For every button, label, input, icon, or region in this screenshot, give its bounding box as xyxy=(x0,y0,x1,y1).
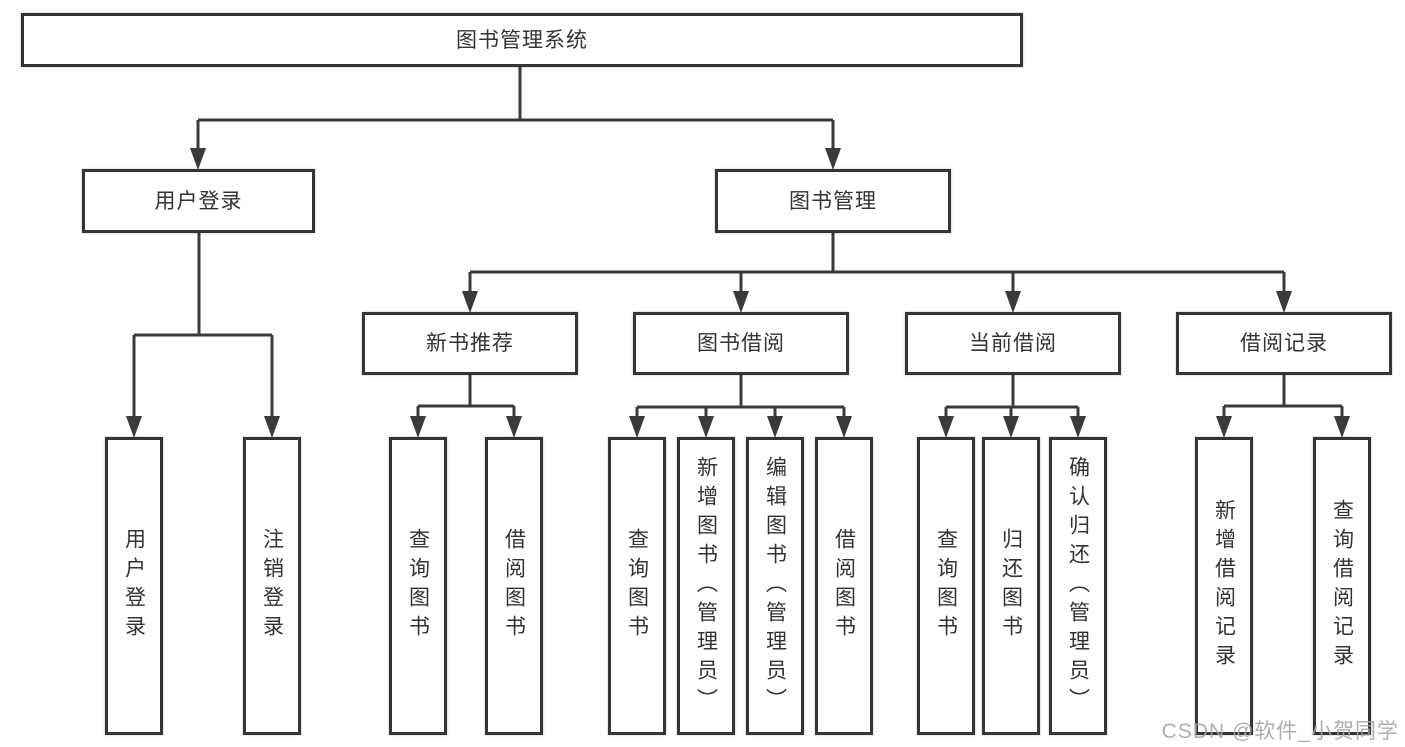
node-query-borrow-record: 查询借阅记录 xyxy=(1313,437,1371,735)
arrow-down-icon xyxy=(1334,416,1350,438)
node-label: 归还图书 xyxy=(999,528,1023,644)
node-label: 借阅图书 xyxy=(502,528,526,644)
arrow-down-icon xyxy=(698,416,714,438)
connector-book-management-children xyxy=(462,233,1292,313)
node-label: 查询图书 xyxy=(625,528,649,644)
node-borrow-books-recommend: 借阅图书 xyxy=(485,437,543,735)
node-user-login: 用户登录 xyxy=(82,169,315,233)
arrow-down-icon xyxy=(410,416,426,438)
arrow-down-icon xyxy=(938,416,954,438)
node-book-management: 图书管理 xyxy=(715,169,951,233)
node-label: 注销登录 xyxy=(260,528,284,644)
node-borrowing-records: 借阅记录 xyxy=(1176,312,1392,375)
node-label: 借阅图书 xyxy=(832,528,856,644)
node-label: 查询图书 xyxy=(934,528,958,644)
arrow-down-icon xyxy=(1003,416,1019,438)
node-label: 查询借阅记录 xyxy=(1330,499,1354,673)
arrow-down-icon xyxy=(767,416,783,438)
arrow-down-icon xyxy=(733,291,749,313)
node-label: 图书管理 xyxy=(789,189,877,213)
connector-current-borrowing-children xyxy=(938,375,1086,438)
arrow-down-icon xyxy=(190,148,206,170)
arrow-down-icon xyxy=(825,148,841,170)
node-label: 用户登录 xyxy=(154,189,243,213)
node-query-books-borrowing: 查询图书 xyxy=(608,437,666,735)
node-new-book-recommend: 新书推荐 xyxy=(362,312,578,375)
arrow-down-icon xyxy=(1005,291,1021,313)
arrow-down-icon xyxy=(836,416,852,438)
arrow-down-icon xyxy=(1276,291,1292,313)
node-label: 查询图书 xyxy=(406,528,430,644)
arrow-down-icon xyxy=(629,416,645,438)
arrow-down-icon xyxy=(264,416,280,438)
node-edit-book-admin: 编辑图书（管理员） xyxy=(746,437,804,735)
arrow-down-icon xyxy=(462,291,478,313)
node-borrow-books-leaf: 借阅图书 xyxy=(815,437,873,735)
node-add-book-admin: 新增图书（管理员） xyxy=(677,437,735,735)
node-query-books-current: 查询图书 xyxy=(917,437,975,735)
node-logout-leaf: 注销登录 xyxy=(243,437,301,735)
node-user-login-leaf: 用户登录 xyxy=(105,437,163,735)
arrow-down-icon xyxy=(126,416,142,438)
node-system-root: 图书管理系统 xyxy=(21,13,1023,67)
connector-borrowing-records-children xyxy=(1216,375,1350,438)
node-confirm-return-admin: 确认归还（管理员） xyxy=(1049,437,1107,735)
connector-new-book-children xyxy=(410,375,522,438)
arrow-down-icon xyxy=(1216,416,1232,438)
node-label: 确认归还（管理员） xyxy=(1066,455,1090,717)
node-label: 图书借阅 xyxy=(697,332,785,355)
arrow-down-icon xyxy=(506,416,522,438)
connector-book-borrowing-children xyxy=(629,375,852,438)
connector-root-to-level2 xyxy=(190,66,841,170)
node-current-borrowing: 当前借阅 xyxy=(905,312,1121,375)
arrow-down-icon xyxy=(1070,416,1086,438)
node-label: 新增图书（管理员） xyxy=(694,455,718,717)
node-label: 新增借阅记录 xyxy=(1212,499,1236,673)
node-label: 编辑图书（管理员） xyxy=(763,455,787,717)
node-label: 借阅记录 xyxy=(1240,332,1328,355)
node-label: 图书管理系统 xyxy=(456,28,588,52)
node-label: 用户登录 xyxy=(122,528,146,644)
node-add-borrow-record: 新增借阅记录 xyxy=(1195,437,1253,735)
connector-user-login-children xyxy=(126,233,280,438)
node-label: 新书推荐 xyxy=(426,332,514,355)
node-return-books: 归还图书 xyxy=(982,437,1040,735)
node-label: 当前借阅 xyxy=(969,332,1057,355)
node-query-books-recommend: 查询图书 xyxy=(389,437,447,735)
node-book-borrowing: 图书借阅 xyxy=(633,312,849,375)
